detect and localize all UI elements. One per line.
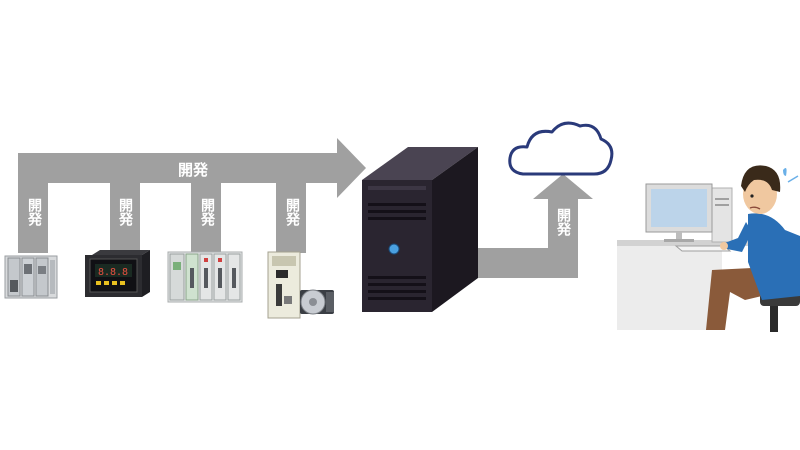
device-label-1: 開発 — [26, 198, 43, 227]
servo-drive-motor-icon — [267, 251, 334, 319]
cloud-arrow-label: 開発 — [555, 208, 572, 237]
server-tower-icon — [362, 147, 478, 312]
io-module-icon — [4, 255, 58, 299]
power-led-icon — [388, 243, 400, 255]
office-worker-icon — [617, 165, 800, 332]
device-label-3: 開発 — [199, 198, 216, 227]
device-connector-1 — [18, 183, 48, 253]
main-arrow-label: 開発 — [178, 161, 209, 179]
device-label-4: 開発 — [284, 198, 301, 227]
controller-digits: 8.8.8 — [98, 267, 128, 278]
device-connector-3 — [191, 183, 221, 253]
device-connector-4 — [276, 183, 306, 253]
data-flow-arrows — [18, 138, 593, 278]
temperature-controller-icon: 8.8.8 — [85, 250, 150, 297]
device-connector-2 — [110, 183, 140, 253]
plc-rack-icon — [167, 251, 243, 303]
device-label-2: 開発 — [117, 198, 134, 227]
cloud-icon — [508, 121, 614, 176]
cloud-arrow — [462, 174, 593, 278]
